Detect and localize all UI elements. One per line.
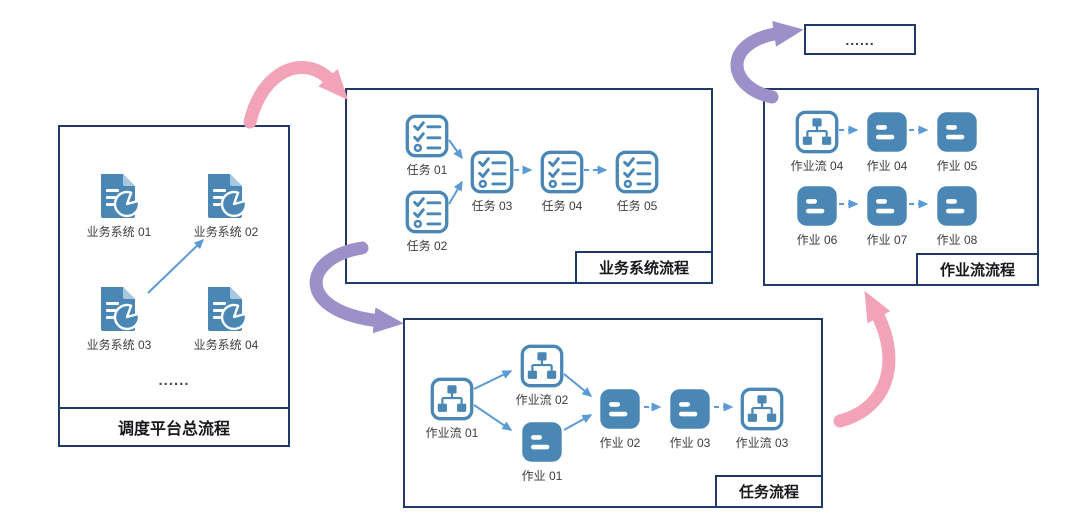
node-workflow-02: 作业流 02 xyxy=(500,344,584,407)
node-task-02: 任务 02 xyxy=(385,190,469,253)
node-label: 任务 01 xyxy=(406,163,448,177)
node-business-system-03: 业务系统 03 xyxy=(77,285,161,352)
node-label: 作业 05 xyxy=(936,159,978,173)
job-list-icon xyxy=(935,184,979,228)
node-workflow-01: 作业流 01 xyxy=(410,377,494,440)
job-list-icon xyxy=(935,110,979,154)
checklist-icon xyxy=(405,114,449,158)
panel-task-process: 作业流 01 作业流 02 作业 01 作业 02 作业 03 作业流 03 任… xyxy=(403,318,823,508)
checklist-icon xyxy=(540,150,584,194)
node-label: 作业 06 xyxy=(796,233,838,247)
job-list-icon xyxy=(795,184,839,228)
sitemap-icon xyxy=(795,110,839,154)
node-task-05: 任务 05 xyxy=(595,150,679,213)
node-business-system-01: 业务系统 01 xyxy=(77,172,161,239)
sitemap-icon xyxy=(740,387,784,431)
panel-platform-title: 调度平台总流程 xyxy=(58,407,290,447)
node-label: 作业 02 xyxy=(599,436,641,450)
node-label: 作业 03 xyxy=(669,436,711,450)
node-label: 任务 05 xyxy=(616,199,658,213)
job-list-icon xyxy=(598,387,642,431)
more-flows-box: ...... xyxy=(804,24,916,55)
node-label: 作业 08 xyxy=(936,233,978,247)
node-job-07: 作业 07 xyxy=(845,184,929,247)
node-label: 作业 01 xyxy=(521,469,563,483)
node-job-02: 作业 02 xyxy=(578,387,662,450)
node-label: 作业流 04 xyxy=(790,159,844,173)
job-list-icon xyxy=(865,184,909,228)
node-task-03: 任务 03 xyxy=(450,150,534,213)
job-list-icon xyxy=(520,420,564,464)
node-label: 任务 03 xyxy=(471,199,513,213)
document-pie-icon xyxy=(95,172,143,220)
job-list-icon xyxy=(668,387,712,431)
panel-jobflow-process: 作业流 04 作业 04 作业 05 作业 06 作业 07 作业 08 作业流… xyxy=(763,88,1039,286)
document-pie-icon xyxy=(202,172,250,220)
node-task-04: 任务 04 xyxy=(520,150,604,213)
node-task-01: 任务 01 xyxy=(385,114,469,177)
node-label: 作业流 02 xyxy=(515,393,569,407)
node-job-01: 作业 01 xyxy=(500,420,584,483)
panel-platform-overview: 业务系统 01 业务系统 02 业务系统 03 业务系统 04 ...... 调… xyxy=(58,125,290,447)
checklist-icon xyxy=(405,190,449,234)
panel-task-title: 任务流程 xyxy=(714,475,823,508)
panel-jobflow-title: 作业流流程 xyxy=(915,253,1039,286)
node-job-05: 作业 05 xyxy=(915,110,999,173)
node-label: 任务 04 xyxy=(541,199,583,213)
node-job-08: 作业 08 xyxy=(915,184,999,247)
node-label: 作业 04 xyxy=(866,159,908,173)
checklist-icon xyxy=(470,150,514,194)
arrow-platform-to-business xyxy=(243,61,349,129)
node-job-06: 作业 06 xyxy=(775,184,859,247)
node-job-03: 作业 03 xyxy=(648,387,732,450)
sitemap-icon xyxy=(520,344,564,388)
node-workflow-03: 作业流 03 xyxy=(720,387,804,450)
node-label: 作业流 03 xyxy=(735,436,789,450)
node-workflow-04: 作业流 04 xyxy=(775,110,859,173)
arrow-task-to-jobflow xyxy=(833,290,896,428)
node-label: 业务系统 02 xyxy=(193,225,259,239)
document-pie-icon xyxy=(202,285,250,333)
node-label: 业务系统 04 xyxy=(193,338,259,352)
node-business-system-02: 业务系统 02 xyxy=(184,172,268,239)
more-systems-indicator: ...... xyxy=(158,372,190,389)
job-list-icon xyxy=(865,110,909,154)
node-job-04: 作业 04 xyxy=(845,110,929,173)
node-label: 业务系统 03 xyxy=(86,338,152,352)
checklist-icon xyxy=(615,150,659,194)
document-pie-icon xyxy=(95,285,143,333)
node-label: 作业流 01 xyxy=(425,426,479,440)
node-label: 业务系统 01 xyxy=(86,225,152,239)
node-label: 作业 07 xyxy=(866,233,908,247)
node-business-system-04: 业务系统 04 xyxy=(184,285,268,352)
sitemap-icon xyxy=(430,377,474,421)
panel-business-system-process: 任务 01 任务 02 任务 03 任务 04 任务 05 业务系统流程 xyxy=(345,88,713,284)
panel-business-title: 业务系统流程 xyxy=(574,251,713,284)
node-label: 任务 02 xyxy=(406,239,448,253)
